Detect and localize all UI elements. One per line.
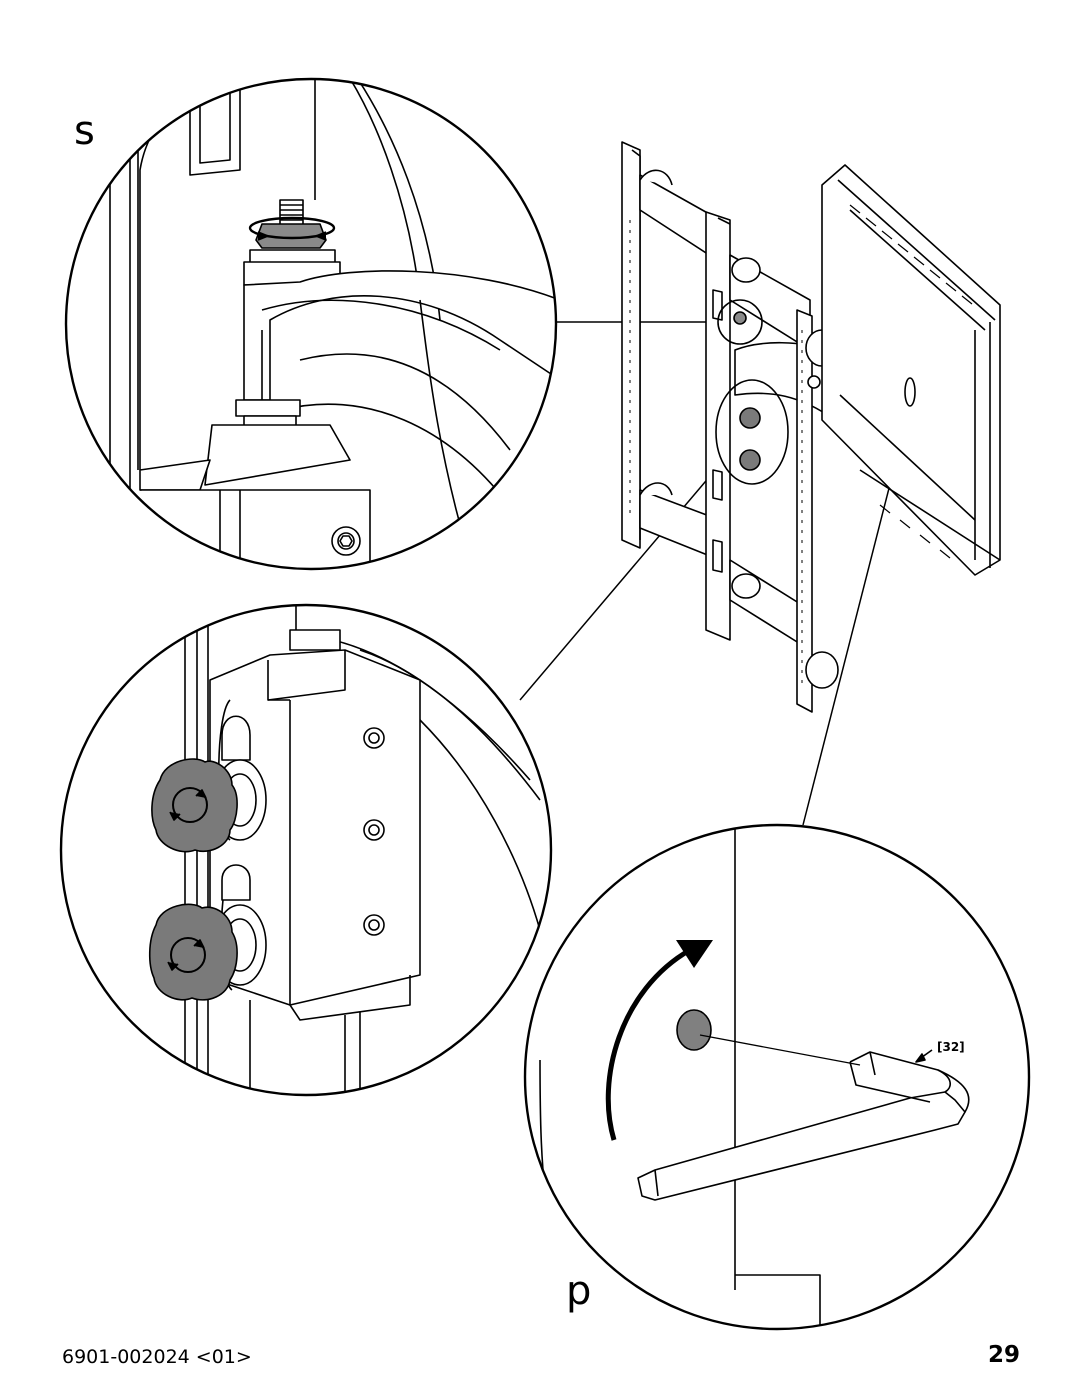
wall-mount-overview (621, 141, 1001, 713)
document-number: 6901-002024 <01> (62, 1346, 252, 1368)
step-label-s: s (74, 108, 95, 154)
detail-circle-knobs (59, 603, 553, 1097)
detail-circle-s (64, 77, 558, 571)
detail-circle-p (523, 823, 1031, 1331)
step-label-p: p (566, 1268, 592, 1314)
part-reference: [32] (937, 1040, 965, 1054)
page-number: 29 (988, 1342, 1021, 1368)
